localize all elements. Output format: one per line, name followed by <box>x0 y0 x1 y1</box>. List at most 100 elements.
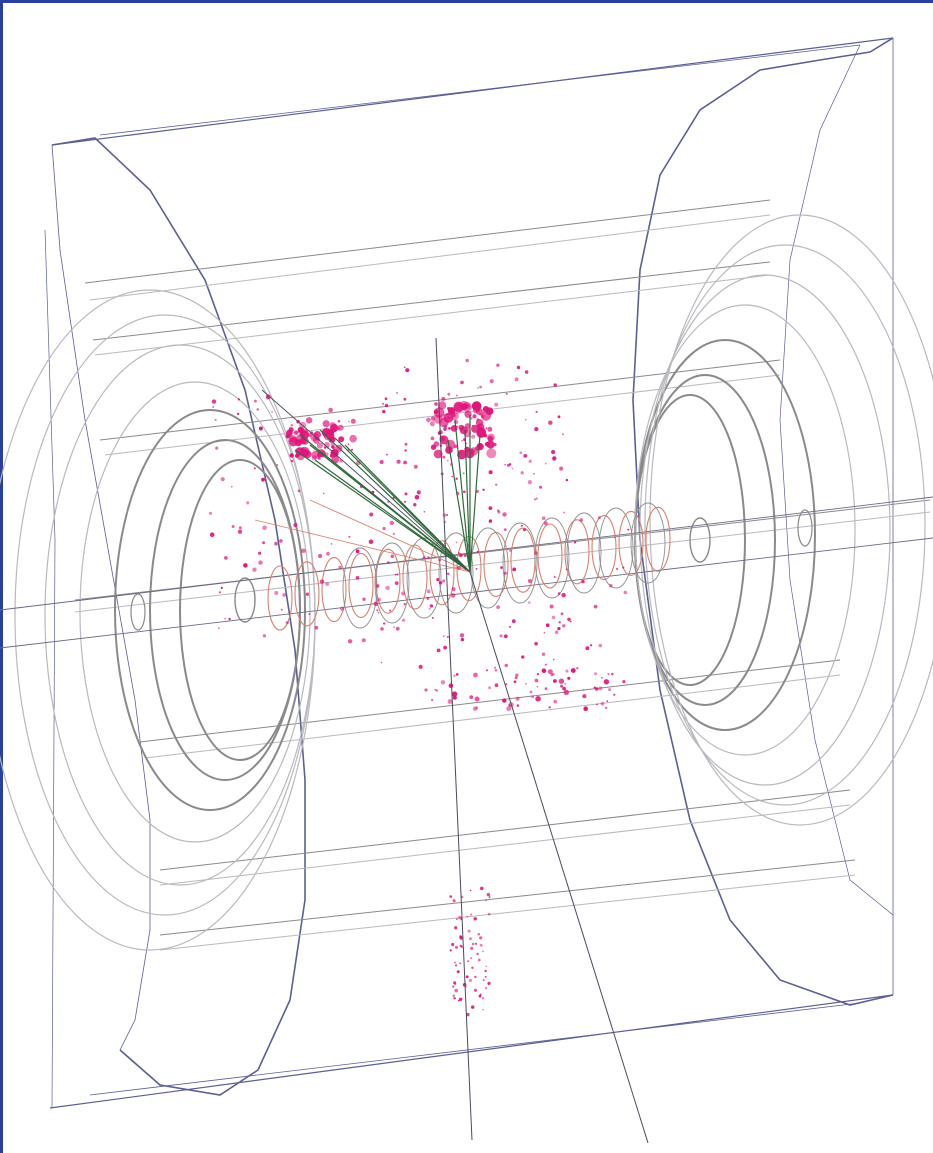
hit <box>261 477 265 482</box>
hit <box>484 969 487 973</box>
hit <box>474 942 478 945</box>
hit <box>293 430 299 436</box>
hit <box>515 673 519 677</box>
hit <box>328 407 333 413</box>
barrel-right-ring <box>649 214 933 826</box>
hit <box>494 402 499 407</box>
hit <box>496 605 500 609</box>
hit <box>380 627 384 631</box>
hit <box>445 446 453 454</box>
hit <box>455 945 458 949</box>
endcap-disks <box>234 517 711 623</box>
hit <box>493 443 497 447</box>
hit <box>393 626 395 628</box>
barrel-layer-edge <box>94 274 771 356</box>
helix-loop-gray <box>566 512 602 594</box>
hit <box>560 612 564 616</box>
helix-loop-gray <box>374 542 410 624</box>
hit <box>447 699 453 704</box>
hit <box>301 437 309 445</box>
hit <box>224 556 228 560</box>
hit <box>589 644 593 647</box>
hit <box>463 404 468 409</box>
barrel-right-ring <box>644 244 926 806</box>
hit <box>557 592 561 595</box>
beam-axis-bottom <box>0 537 933 649</box>
hit <box>579 518 583 522</box>
hit <box>454 961 456 964</box>
hit <box>549 604 554 609</box>
hit <box>553 699 558 704</box>
hit <box>485 427 488 430</box>
hit <box>382 526 386 531</box>
hit <box>338 565 342 570</box>
hit <box>395 626 400 631</box>
hit <box>451 691 458 697</box>
barrel-right-ring <box>634 304 856 756</box>
hit <box>238 526 242 530</box>
hit <box>622 566 625 569</box>
helix-loop <box>483 531 509 597</box>
outer-bottom-edge <box>49 994 894 1109</box>
hit <box>379 460 384 464</box>
hit <box>482 1008 484 1011</box>
barrel-layer-edge <box>89 214 771 301</box>
hit <box>290 459 294 463</box>
hit <box>330 423 339 433</box>
hit <box>466 1012 470 1017</box>
hit <box>607 673 610 676</box>
hit <box>466 915 469 918</box>
hit <box>583 706 588 711</box>
hit <box>513 680 517 684</box>
hit <box>402 618 406 622</box>
hit <box>527 480 533 485</box>
hit <box>433 449 443 459</box>
hit <box>389 520 394 526</box>
hit <box>454 926 458 930</box>
hit <box>489 379 494 384</box>
hit <box>503 528 507 531</box>
hit <box>460 637 465 642</box>
soft-track <box>309 499 471 573</box>
helix-loop-gray <box>470 527 506 609</box>
hit <box>516 365 521 370</box>
hit <box>561 592 566 598</box>
hit <box>533 498 537 501</box>
hit <box>503 634 508 639</box>
hit <box>523 528 526 532</box>
helix-loop <box>375 548 401 614</box>
hit <box>482 997 484 1000</box>
hit <box>296 452 305 461</box>
hit <box>486 448 497 459</box>
hit <box>311 455 317 461</box>
hit <box>473 988 478 992</box>
hit <box>335 451 339 454</box>
hit <box>466 427 470 431</box>
hit <box>476 550 480 554</box>
hit <box>604 706 608 710</box>
hit <box>516 704 520 707</box>
hit <box>322 492 325 495</box>
hit <box>459 633 465 638</box>
hit <box>534 427 539 432</box>
hit <box>552 658 555 661</box>
hit <box>220 477 225 482</box>
hit <box>470 946 474 951</box>
hit <box>484 987 488 990</box>
hit <box>567 676 571 680</box>
hit <box>446 635 449 639</box>
hit <box>322 420 330 428</box>
hit <box>376 609 379 612</box>
hit <box>403 366 406 369</box>
hit <box>463 490 466 494</box>
hit <box>468 978 472 983</box>
hit <box>258 551 262 555</box>
hit <box>465 442 468 445</box>
hit <box>562 624 566 628</box>
hit <box>237 529 243 534</box>
hit <box>494 683 499 687</box>
hit <box>382 402 385 405</box>
hit <box>308 613 311 615</box>
barrel-layer-edge <box>139 659 841 743</box>
hit <box>482 488 485 491</box>
